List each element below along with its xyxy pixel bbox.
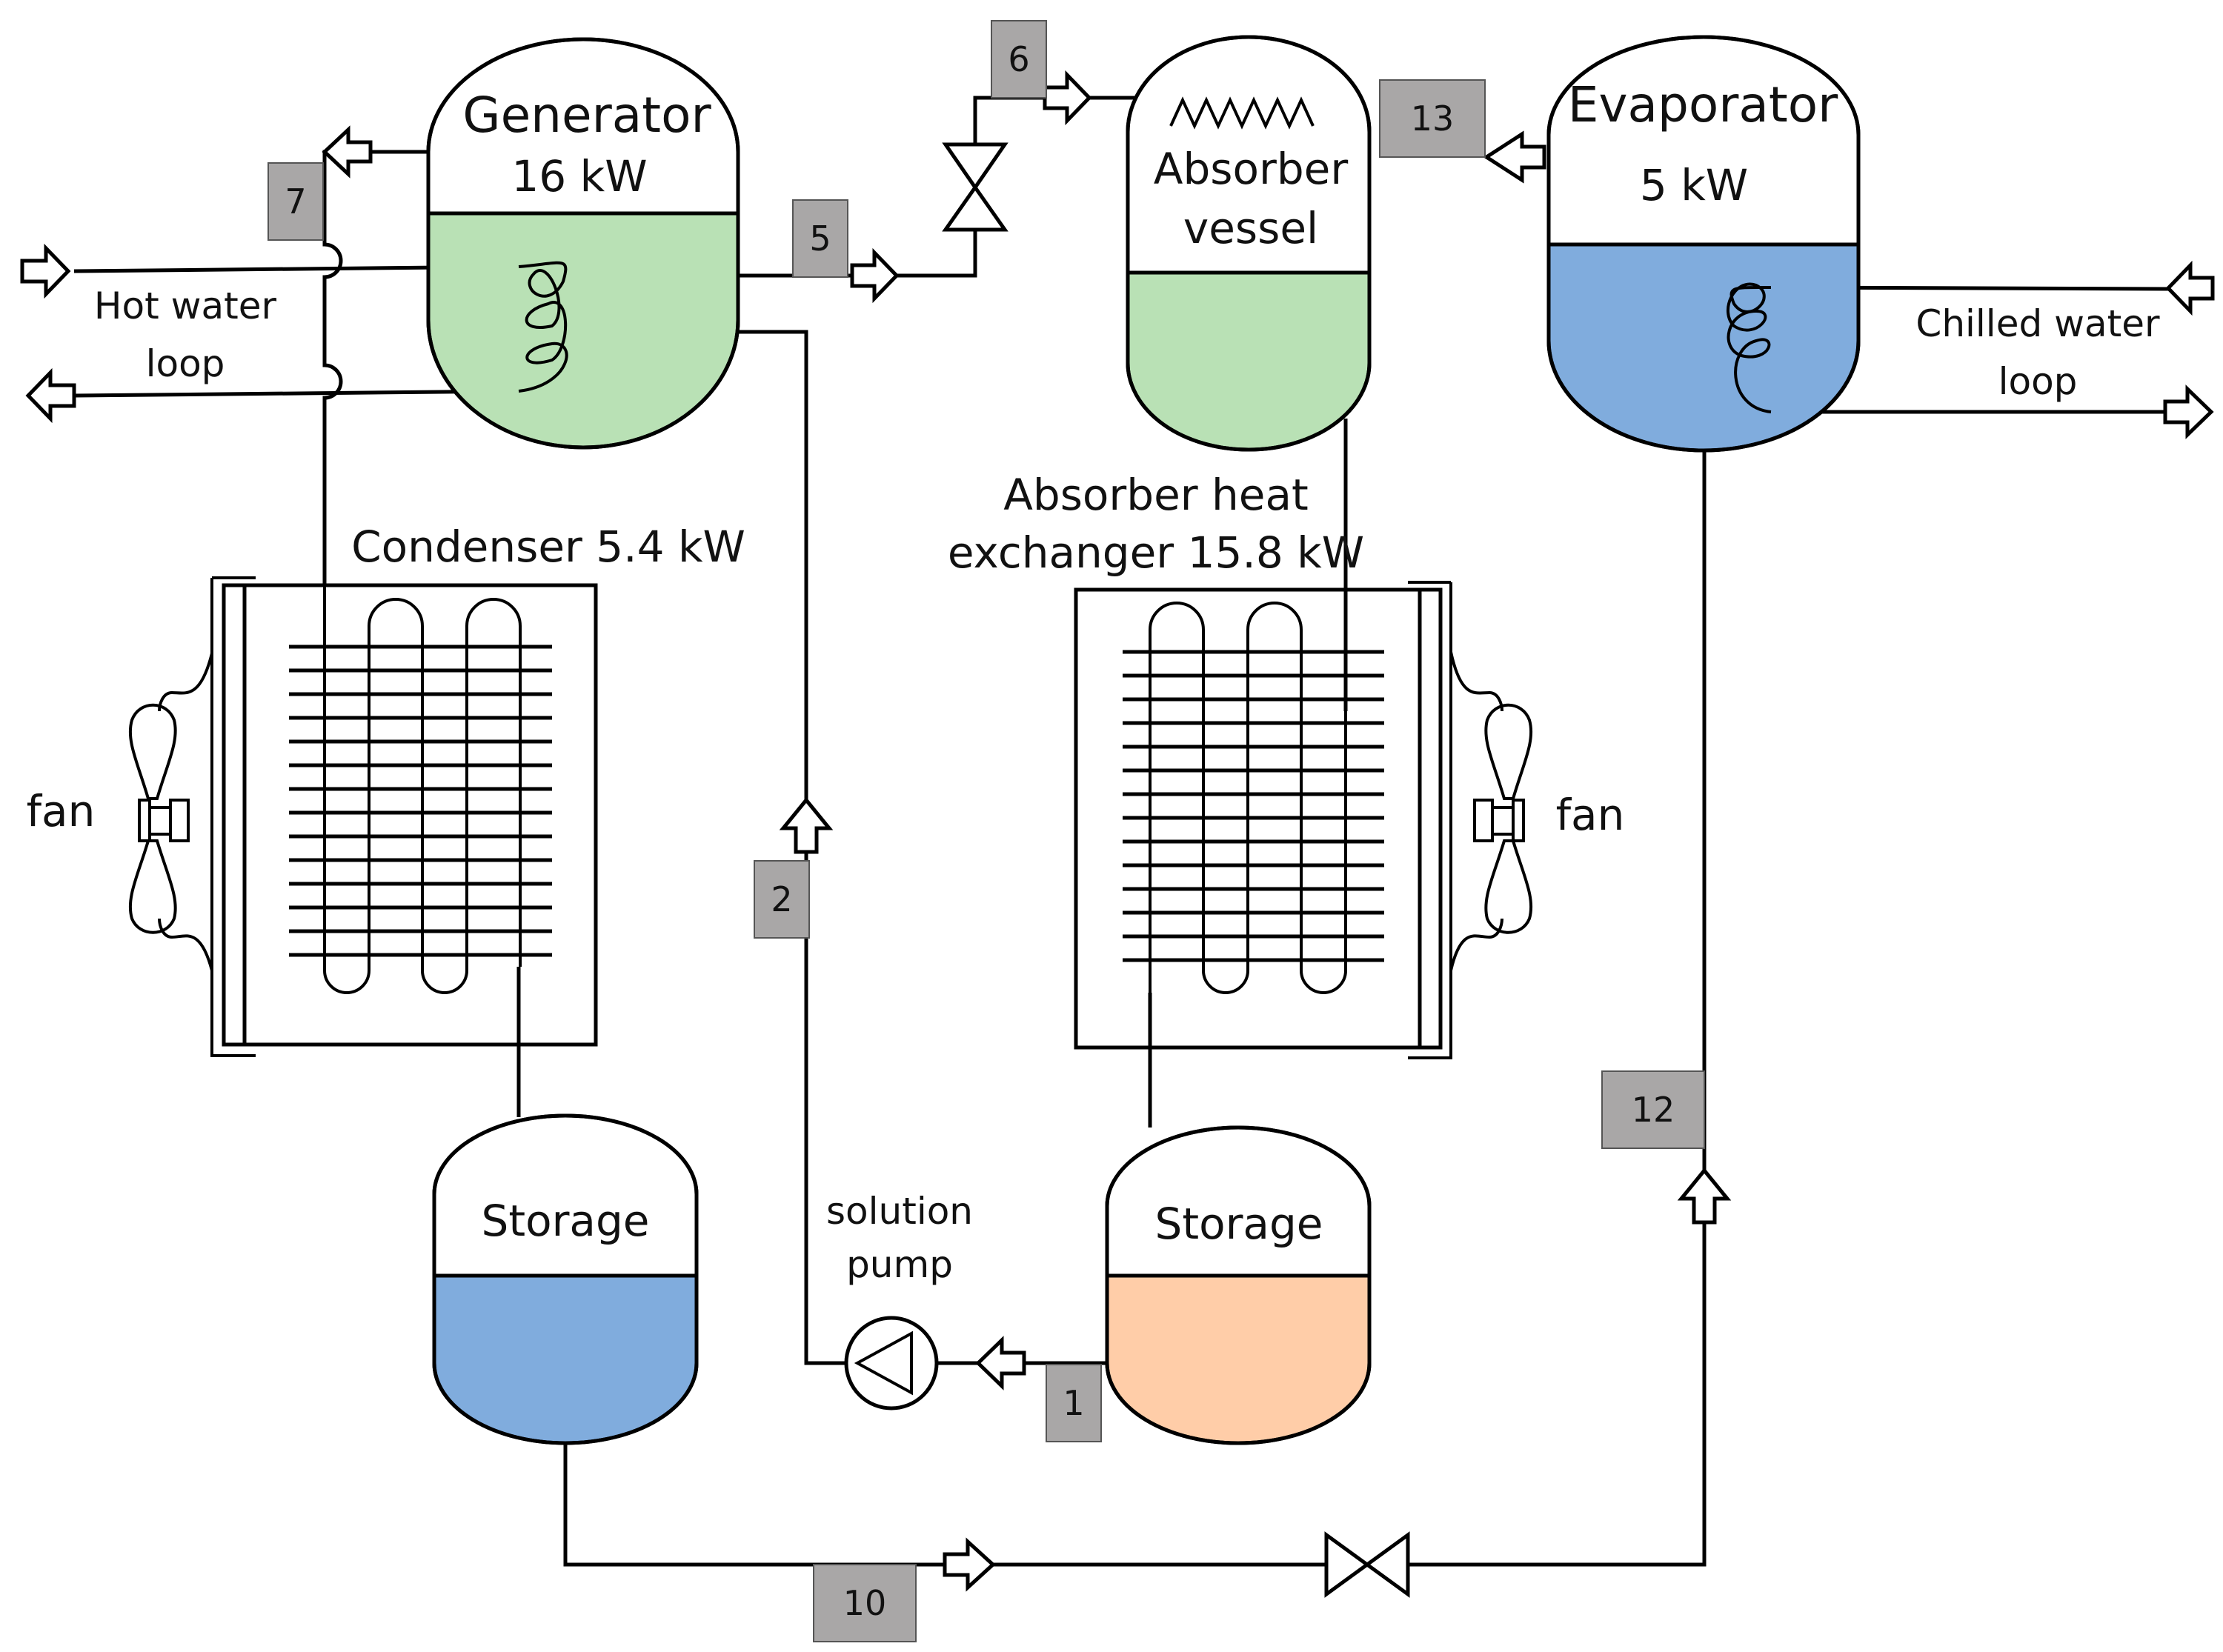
fan-left-blade-bottom bbox=[128, 839, 177, 934]
absorber-hx-fins bbox=[1123, 650, 1384, 962]
evaporator-cooling-coil bbox=[1726, 282, 1772, 413]
pipe-storage-to-evaporator bbox=[563, 1443, 945, 1567]
generator-vessel: Generator 16 kW bbox=[426, 37, 740, 450]
arrow-hot-water-in bbox=[25, 367, 76, 424]
arrow-point-10 bbox=[943, 1537, 996, 1592]
fan-right-blade-top bbox=[1484, 703, 1533, 800]
pump-label-2: pump bbox=[846, 1243, 953, 1286]
chilled-water-loop-label-1: Chilled water bbox=[1915, 302, 2160, 345]
spray-nozzles bbox=[1169, 96, 1315, 130]
flow-arrows bbox=[20, 70, 2215, 1592]
chilled-water-loop-label-2: loop bbox=[1998, 360, 2078, 403]
state-point-12: 12 bbox=[1601, 1070, 1705, 1149]
arrow-point-1 bbox=[975, 1336, 1026, 1390]
fan-right-blade-bottom bbox=[1484, 839, 1533, 934]
condenser-fins bbox=[289, 645, 552, 957]
generator-title: Generator bbox=[462, 87, 711, 144]
evaporator-vessel: Evaporator 5 kW bbox=[1546, 35, 1861, 453]
absorber-vessel-title-1: Absorber bbox=[1154, 144, 1349, 194]
arrow-point-12 bbox=[1677, 1168, 1732, 1225]
absorber-hx-coil bbox=[1149, 602, 1347, 994]
fan-left-label: fan bbox=[27, 786, 96, 836]
storage-left-label: Storage bbox=[482, 1196, 650, 1246]
condenser-label: Condenser 5.4 kW bbox=[351, 522, 745, 572]
pipe-pump-to-generator bbox=[738, 330, 808, 800]
generator-heating-coil bbox=[518, 261, 568, 393]
absorber-vessel-title-2: vessel bbox=[1183, 203, 1318, 253]
storage-right-label: Storage bbox=[1155, 1199, 1323, 1249]
pump-label-1: solution bbox=[826, 1190, 973, 1233]
svg-text:5: 5 bbox=[809, 219, 831, 259]
state-point-7: 7 bbox=[268, 162, 324, 241]
evaporator-title: Evaporator bbox=[1568, 76, 1838, 133]
svg-text:2: 2 bbox=[771, 879, 792, 919]
svg-text:6: 6 bbox=[1008, 39, 1029, 79]
state-point-labels: 7 5 6 13 2 1 10 12 bbox=[268, 20, 1705, 1642]
arrow-point-13 bbox=[1483, 130, 1546, 184]
state-point-10: 10 bbox=[813, 1564, 917, 1642]
state-point-6: 6 bbox=[991, 20, 1047, 99]
fan-left-blade-top bbox=[128, 703, 177, 800]
svg-text:10: 10 bbox=[843, 1583, 887, 1623]
hot-water-loop-label-2: loop bbox=[146, 342, 225, 385]
arrow-hot-water-out bbox=[20, 243, 71, 299]
pipe-hot-water-in bbox=[73, 389, 519, 398]
expansion-valve-solution bbox=[942, 142, 1009, 232]
arrow-chilled-water-in bbox=[2165, 260, 2215, 316]
state-point-13: 13 bbox=[1379, 79, 1486, 158]
arrow-point-6 bbox=[1043, 70, 1092, 126]
condenser-coil bbox=[323, 585, 522, 994]
absorber-hx-label-1: Absorber heat bbox=[1003, 470, 1309, 520]
svg-text:13: 13 bbox=[1411, 99, 1455, 139]
expansion-valve-refrigerant bbox=[1324, 1531, 1410, 1598]
svg-text:7: 7 bbox=[285, 181, 306, 222]
storage-right: Storage bbox=[1105, 1125, 1372, 1445]
state-point-5: 5 bbox=[792, 199, 848, 278]
state-point-2: 2 bbox=[754, 860, 810, 939]
pipe-generator-to-condenser bbox=[322, 150, 428, 585]
storage-left: Storage bbox=[432, 1113, 699, 1445]
fan-left: fan bbox=[27, 653, 213, 971]
arrow-chilled-water-out bbox=[2163, 384, 2214, 439]
evaporator-power: 5 kW bbox=[1640, 160, 1748, 210]
solution-pump: solution pump bbox=[826, 1190, 973, 1410]
absorber-hx-label-2: exchanger 15.8 kW bbox=[948, 527, 1364, 578]
condenser: Condenser 5.4 kW bbox=[210, 522, 745, 1057]
piping bbox=[73, 96, 2172, 1567]
absorber-vessel: Absorber vessel bbox=[1126, 35, 1372, 452]
svg-text:1: 1 bbox=[1063, 1383, 1084, 1423]
fan-right-label: fan bbox=[1556, 790, 1625, 840]
state-point-1: 1 bbox=[1046, 1364, 1102, 1442]
absorber-heat-exchanger: Absorber heat exchanger 15.8 kW bbox=[948, 470, 1452, 1059]
arrow-point-7 bbox=[322, 125, 373, 179]
loop-labels: Hot water loop Chilled water loop bbox=[94, 284, 2160, 403]
generator-power: 16 kW bbox=[511, 151, 647, 201]
arrow-point-2 bbox=[779, 797, 834, 854]
fan-right: fan bbox=[1449, 651, 1625, 971]
svg-text:12: 12 bbox=[1632, 1090, 1675, 1130]
hot-water-loop-label-1: Hot water bbox=[94, 284, 277, 327]
arrow-point-5 bbox=[850, 247, 900, 304]
